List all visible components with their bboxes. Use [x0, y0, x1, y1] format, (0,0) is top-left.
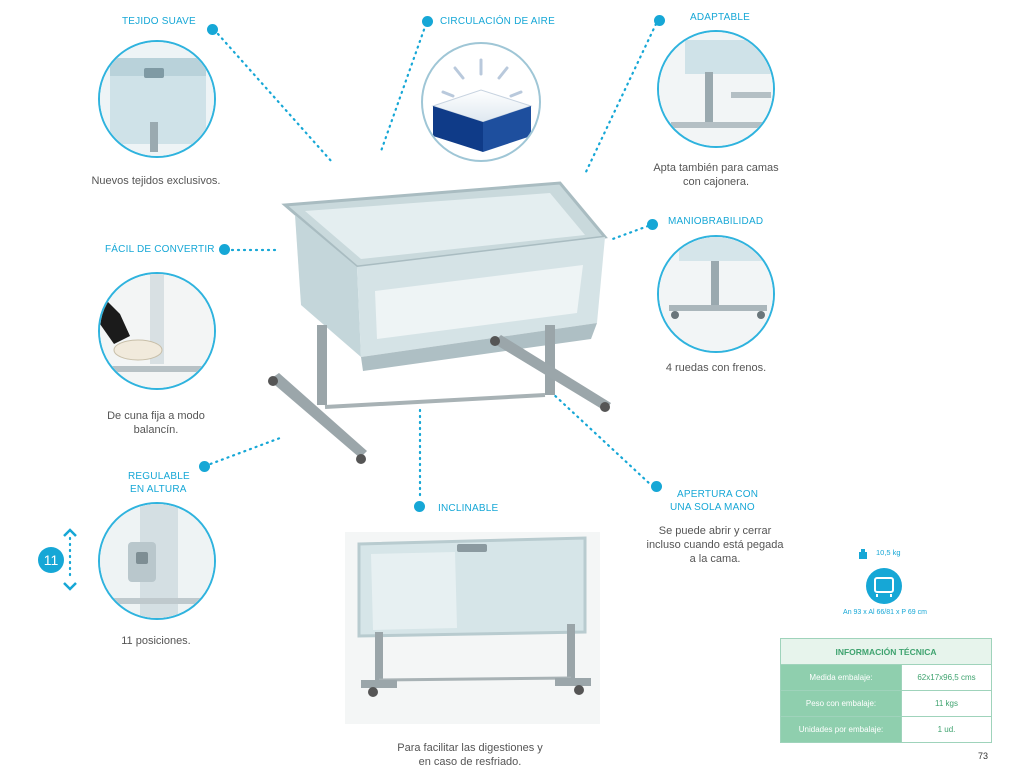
- convert-caption-1: De cuna fija a modo: [107, 410, 205, 422]
- adaptable-image: [657, 30, 775, 148]
- dimensions-icon: [866, 568, 902, 604]
- weight-icon: [858, 546, 868, 559]
- adaptable-caption-1: Apta también para camas: [653, 162, 779, 174]
- adaptable-dot: [654, 15, 665, 26]
- tilt-dot: [414, 501, 425, 512]
- maneuver-caption: 4 ruedas con frenos.: [665, 362, 767, 374]
- one-hand-caption-2: incluso cuando está pegada: [646, 539, 784, 551]
- soft-fabric-label: TEJIDO SUAVE: [122, 16, 196, 27]
- tech-value: 62x17x96,5 cms: [901, 664, 992, 691]
- tilt-caption-2: en caso de resfriado.: [418, 756, 522, 768]
- table-row: Unidades por embalaje: 1 ud.: [780, 716, 992, 743]
- product-dimensions: An 93 x Al 66/81 x P 69 cm: [843, 609, 927, 616]
- tilt-caption-1: Para facilitar las digestiones y: [397, 742, 543, 754]
- table-row: Peso con embalaje: 11 kgs: [780, 690, 992, 717]
- tech-info-table: INFORMACIÓN TÉCNICA Medida embalaje: 62x…: [780, 638, 992, 743]
- one-hand-caption-3: a la cama.: [689, 553, 741, 565]
- page-number: 73: [978, 751, 989, 761]
- adaptable-caption-2: con cajonera.: [682, 176, 750, 188]
- soft-fabric-image: [98, 40, 216, 158]
- air-label: CIRCULACIÓN DE AIRE: [440, 16, 555, 27]
- height-positions-badge: 11: [38, 547, 64, 573]
- tech-table-title: INFORMACIÓN TÉCNICA: [780, 638, 992, 665]
- chevron-up-icon: [58, 525, 82, 539]
- one-hand-dot: [651, 481, 662, 492]
- air-dot: [422, 16, 433, 27]
- tilt-crib-image: [345, 532, 600, 724]
- one-hand-label-2: UNA SOLA MANO: [670, 502, 755, 513]
- chevron-down-icon: [58, 580, 82, 594]
- one-hand-caption-1: Se puede abrir y cerrar: [658, 525, 772, 537]
- maneuver-dot: [647, 219, 658, 230]
- convert-dot: [219, 244, 230, 255]
- tech-key: Peso con embalaje:: [780, 690, 902, 717]
- height-label-1: REGULABLE: [128, 471, 190, 482]
- crib-main-image: [265, 175, 615, 465]
- height-dot: [199, 461, 210, 472]
- air-mattress-icon: [421, 42, 541, 162]
- convert-image: [98, 272, 216, 390]
- height-caption: 11 posiciones.: [121, 635, 191, 647]
- one-hand-label-1: APERTURA CON: [677, 489, 759, 500]
- adaptable-label: ADAPTABLE: [690, 12, 750, 23]
- maneuver-image: [657, 235, 775, 353]
- maneuver-label: MANIOBRABILIDAD: [668, 216, 764, 227]
- tech-key: Medida embalaje:: [780, 664, 902, 691]
- table-row: Medida embalaje: 62x17x96,5 cms: [780, 664, 992, 691]
- convert-label: FÁCIL DE CONVERTIR: [105, 244, 215, 255]
- soft-fabric-dot: [207, 24, 218, 35]
- tech-key: Unidades por embalaje:: [780, 716, 902, 743]
- height-label-2: EN ALTURA: [130, 484, 187, 495]
- product-weight: 10,5 kg: [876, 548, 901, 557]
- soft-fabric-caption: Nuevos tejidos exclusivos.: [91, 175, 221, 187]
- tilt-label: INCLINABLE: [438, 503, 499, 514]
- height-image: [98, 502, 216, 620]
- tech-value: 1 ud.: [901, 716, 992, 743]
- tech-value: 11 kgs: [901, 690, 992, 717]
- convert-caption-2: balancín.: [133, 424, 179, 436]
